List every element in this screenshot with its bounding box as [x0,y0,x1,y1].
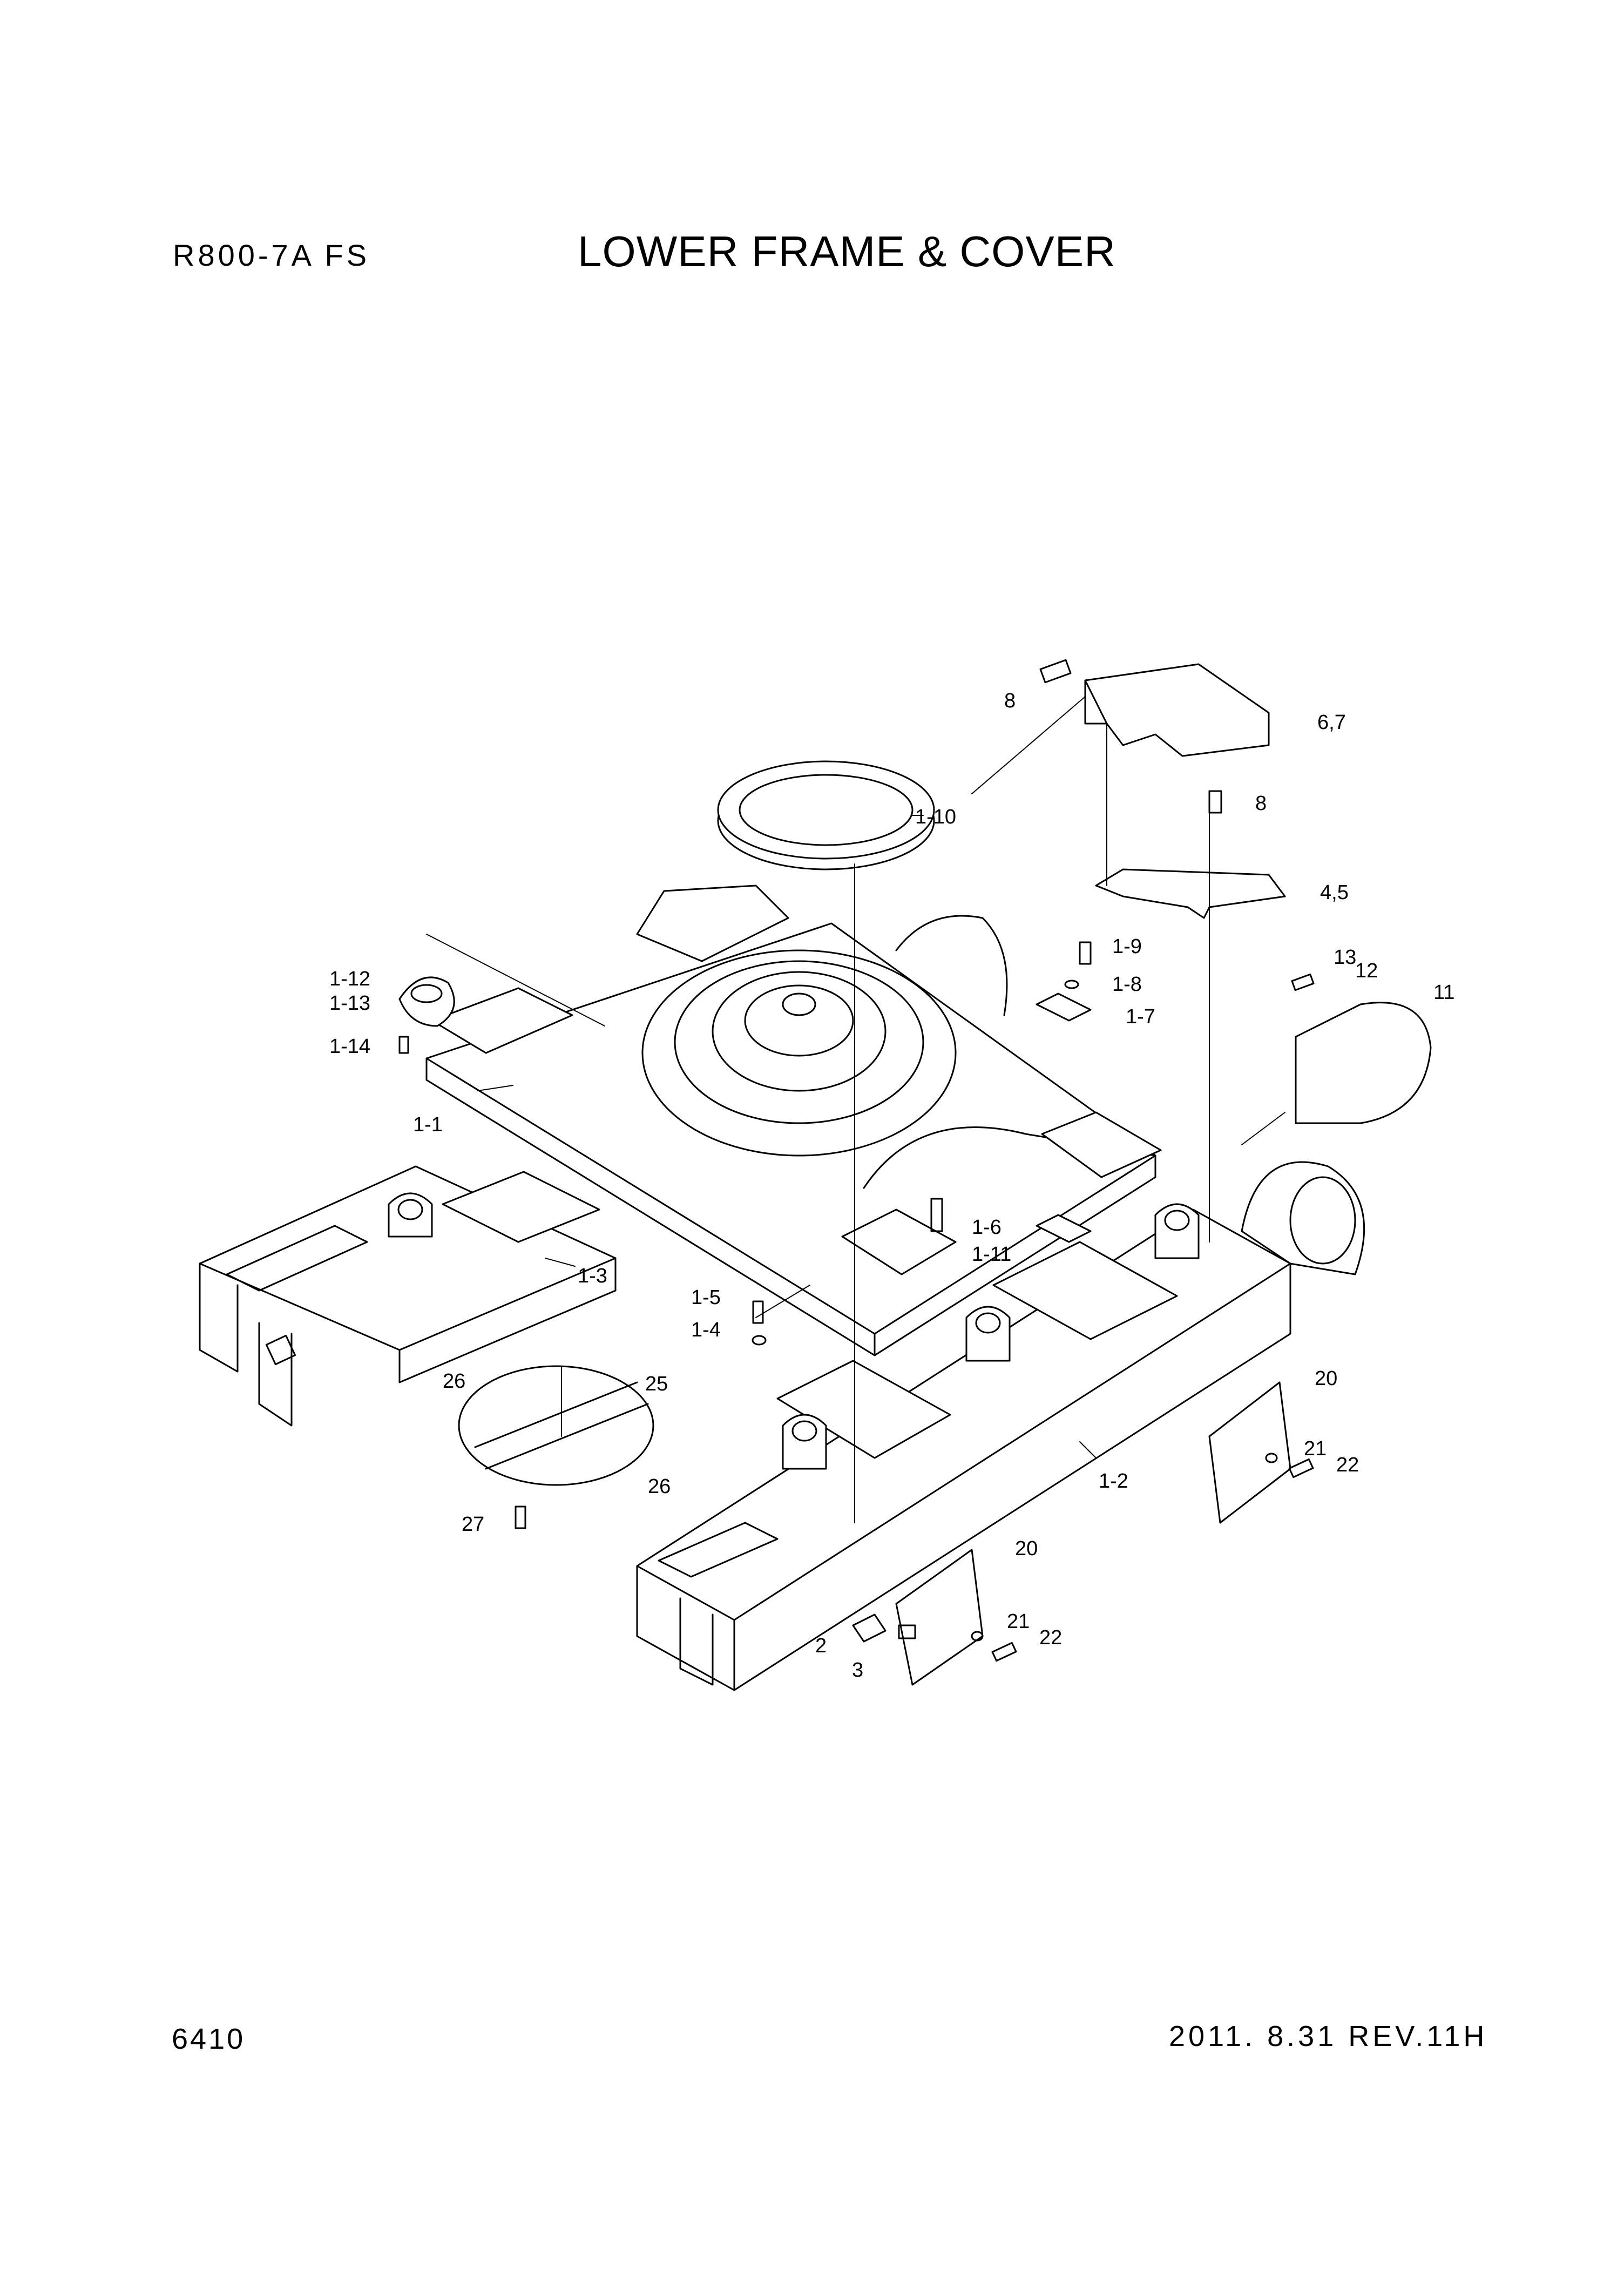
callout-1-13: 1-13 [329,992,370,1015]
leader-lines [426,696,1285,1523]
callout-13: 13 [1334,946,1356,969]
callout-4-5: 4,5 [1320,881,1349,904]
callout-1-14: 1-14 [329,1035,370,1058]
callout-1-11: 1-11 [972,1243,1011,1266]
center-frame [425,884,1162,1356]
part-1-10-ring [717,760,935,870]
callout-1-12: 1-12 [329,968,370,990]
callout-labels: 1-1 1-2 1-3 1-4 1-5 1-6 1-7 1-8 1-9 1-10… [329,690,1454,1682]
part-11-plate [1295,1002,1432,1124]
part-25-26-cover [458,1365,654,1486]
page-title: LOWER FRAME & COVER [578,227,1116,275]
left-track-frame [199,1165,617,1427]
callout-27: 27 [462,1513,484,1536]
page-number: 6410 [172,2023,246,2055]
callout-26-bottom: 26 [648,1475,671,1498]
callout-11: 11 [1433,981,1454,1004]
part-1-12-flange [398,976,455,1027]
callout-1-10: 1-10 [915,806,956,828]
callout-1-2: 1-2 [1099,1470,1128,1493]
part-6-7-cover [1084,663,1270,757]
part-2-cover [852,1613,887,1643]
callout-3: 3 [852,1659,863,1682]
part-4-5-plate [1095,868,1286,919]
part-1-6-pad [1036,1214,1092,1243]
callout-26-top: 26 [443,1370,465,1393]
callout-8-right: 8 [1255,792,1267,815]
callout-1-8: 1-8 [1112,973,1142,996]
callout-1-5: 1-5 [691,1286,721,1309]
right-track-frame [636,1161,1365,1691]
callout-21-left: 21 [1007,1610,1030,1633]
callout-21-right: 21 [1304,1437,1327,1460]
callout-1-9: 1-9 [1112,935,1142,958]
callout-2: 2 [815,1635,827,1657]
callout-12: 12 [1355,960,1378,982]
callout-1-3: 1-3 [578,1265,607,1287]
callout-22-right: 22 [1336,1454,1359,1476]
revision-date: 2011. 8.31 REV.11H [1169,2020,1488,2052]
callout-1-4: 1-4 [691,1319,721,1341]
part-1-7-pad [1036,992,1092,1022]
callout-8-top: 8 [1004,690,1016,712]
fasteners [398,659,1315,1662]
callout-1-7: 1-7 [1126,1005,1155,1028]
callout-20-right: 20 [1315,1367,1337,1390]
callout-1-6: 1-6 [972,1216,1002,1239]
callout-20-left: 20 [1015,1537,1038,1560]
callout-1-1: 1-1 [413,1113,443,1136]
model-code: R800-7A FS [173,238,370,272]
callout-25: 25 [645,1373,668,1395]
callout-22-left: 22 [1039,1626,1062,1649]
callout-6-7: 6,7 [1317,711,1346,734]
